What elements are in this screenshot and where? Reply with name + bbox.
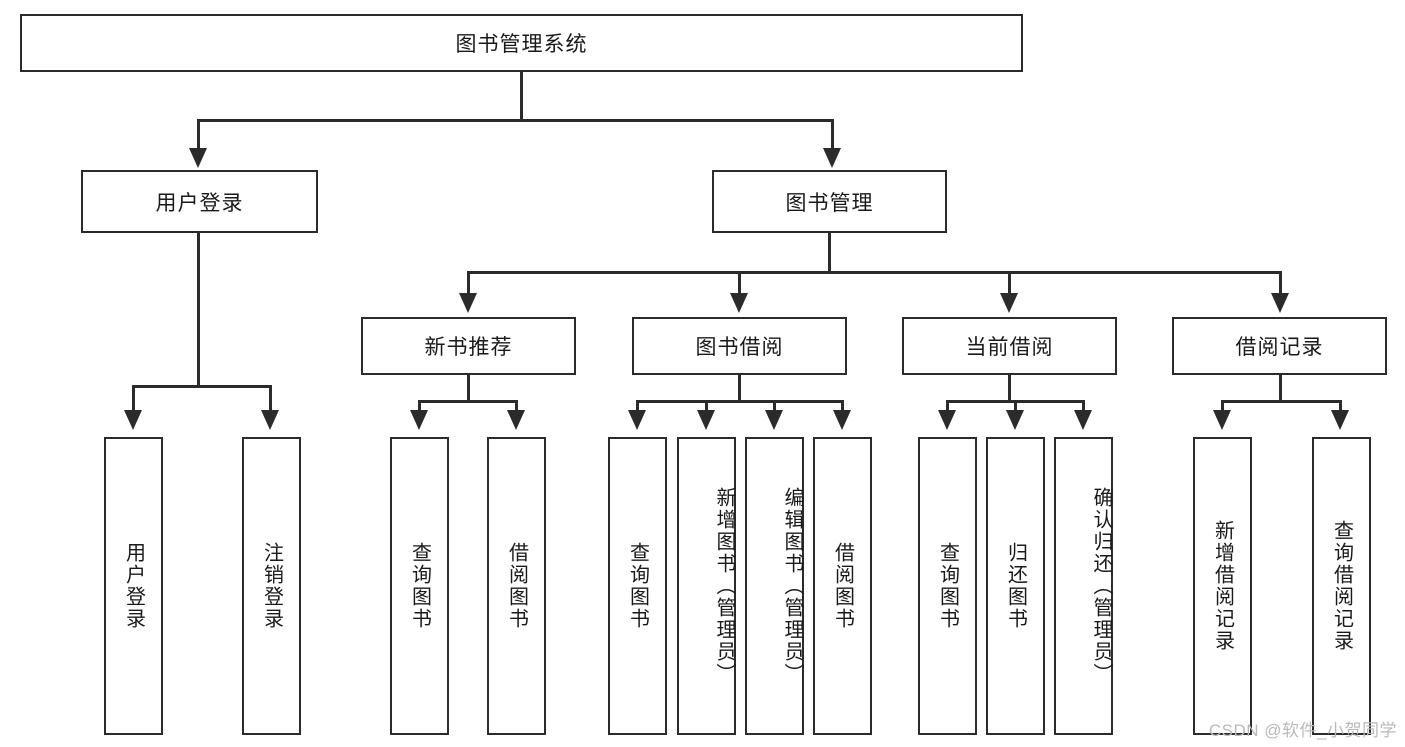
arrowhead-bookmgmt-to-records — [1271, 293, 1289, 313]
connector-root-trunk — [520, 72, 523, 119]
arrowhead-current-to-leaf2 — [1006, 410, 1024, 430]
connector-root-to-bookmgmt — [831, 119, 834, 150]
node-label: 图书管理系统 — [455, 33, 588, 56]
node-label: 新书推荐 — [424, 336, 513, 359]
leaf-query-books-recommend[interactable]: 查询图书 — [390, 437, 449, 735]
leaf-label: 编辑图书（管理员） — [781, 487, 803, 685]
leaf-borrow-books-recommend[interactable]: 借阅图书 — [487, 437, 546, 735]
connector-records-to-leaf2 — [1339, 400, 1342, 412]
node-label: 图书管理 — [785, 191, 874, 215]
connector-login-trunk — [197, 233, 200, 385]
connector-bookmgmt-to-borrow — [738, 271, 741, 295]
connector-borrow-trunk — [738, 375, 741, 400]
arrowhead-newbook-to-leaf1 — [410, 410, 428, 430]
arrowhead-borrow-to-leaf3 — [765, 410, 783, 430]
leaf-add-borrow-record[interactable]: 新增借阅记录 — [1193, 437, 1252, 735]
node-label: 当前借阅 — [965, 336, 1054, 359]
arrowhead-root-to-bookmgmt — [823, 148, 841, 168]
arrowhead-borrow-to-leaf2 — [697, 410, 715, 430]
connector-borrow-to-leaf4 — [841, 400, 844, 412]
leaf-label: 查询图书 — [626, 542, 649, 630]
leaf-label: 注销登录 — [260, 542, 283, 630]
connector-current-to-leaf2 — [1014, 400, 1017, 412]
connector-records-trunk — [1279, 375, 1282, 400]
arrowhead-bookmgmt-to-newbook — [459, 293, 477, 313]
connector-login-to-leaf1 — [132, 385, 135, 412]
leaf-logout[interactable]: 注销登录 — [242, 437, 301, 735]
leaf-label: 归还图书 — [1004, 542, 1027, 630]
node-label: 用户登录 — [155, 191, 244, 215]
connector-bookmgmt-to-current — [1008, 271, 1011, 295]
connector-newbook-trunk — [467, 375, 470, 400]
connector-records-to-leaf1 — [1221, 400, 1224, 412]
leaf-label: 借阅图书 — [831, 542, 854, 630]
arrowhead-records-to-leaf1 — [1213, 410, 1231, 430]
node-new-book-recommend[interactable]: 新书推荐 — [361, 317, 576, 375]
leaf-query-books-borrow[interactable]: 查询图书 — [608, 437, 667, 735]
connector-root-bus — [197, 119, 834, 122]
leaf-label: 新增图书（管理员） — [713, 487, 735, 685]
connector-bookmgmt-to-records — [1279, 271, 1282, 295]
arrowhead-records-to-leaf2 — [1331, 410, 1349, 430]
leaf-borrow-books[interactable]: 借阅图书 — [813, 437, 872, 735]
connector-login-bus — [132, 385, 272, 388]
arrowhead-current-to-leaf1 — [938, 410, 956, 430]
leaf-user-login[interactable]: 用户登录 — [104, 437, 163, 735]
leaf-label: 用户登录 — [122, 542, 145, 630]
node-borrow-records[interactable]: 借阅记录 — [1172, 317, 1387, 375]
leaf-label: 查询图书 — [408, 542, 431, 630]
arrowhead-borrow-to-leaf4 — [833, 410, 851, 430]
node-label: 借阅记录 — [1235, 336, 1324, 359]
node-book-management[interactable]: 图书管理 — [712, 170, 947, 233]
connector-login-to-leaf2 — [269, 385, 272, 412]
leaf-confirm-return-admin[interactable]: 确认归还（管理员） — [1054, 437, 1113, 735]
leaf-label: 确认归还（管理员） — [1090, 487, 1112, 685]
connector-bookmgmt-bus — [467, 271, 1281, 274]
arrowhead-login-to-leaf2 — [261, 410, 279, 430]
leaf-return-books[interactable]: 归还图书 — [986, 437, 1045, 735]
connector-borrow-to-leaf2 — [705, 400, 708, 412]
arrowhead-login-to-leaf1 — [124, 410, 142, 430]
connector-borrow-to-leaf1 — [636, 400, 639, 412]
arrowhead-bookmgmt-to-current — [1000, 293, 1018, 313]
node-root-system[interactable]: 图书管理系统 — [20, 14, 1023, 72]
leaf-edit-book-admin[interactable]: 编辑图书（管理员） — [745, 437, 804, 735]
arrowhead-newbook-to-leaf2 — [507, 410, 525, 430]
connector-newbook-to-leaf2 — [515, 400, 518, 412]
leaf-label: 新增借阅记录 — [1211, 520, 1234, 652]
arrowhead-current-to-leaf3 — [1074, 410, 1092, 430]
leaf-label: 借阅图书 — [505, 542, 528, 630]
node-book-borrow[interactable]: 图书借阅 — [632, 317, 847, 375]
arrowhead-bookmgmt-to-borrow — [730, 293, 748, 313]
arrowhead-borrow-to-leaf1 — [628, 410, 646, 430]
connector-bookmgmt-to-newbook — [467, 271, 470, 295]
leaf-query-books-current[interactable]: 查询图书 — [918, 437, 977, 735]
node-user-login[interactable]: 用户登录 — [81, 170, 318, 233]
leaf-label: 查询图书 — [936, 542, 959, 630]
connector-root-to-login — [197, 119, 200, 150]
connector-borrow-bus — [636, 400, 844, 403]
leaf-query-borrow-record[interactable]: 查询借阅记录 — [1312, 437, 1371, 735]
connector-current-to-leaf1 — [946, 400, 949, 412]
connector-bookmgmt-trunk — [828, 233, 831, 271]
connector-newbook-to-leaf1 — [418, 400, 421, 412]
leaf-label: 查询借阅记录 — [1330, 520, 1353, 652]
connector-borrow-to-leaf3 — [773, 400, 776, 412]
node-current-borrow[interactable]: 当前借阅 — [902, 317, 1117, 375]
arrowhead-root-to-login — [189, 148, 207, 168]
connector-current-trunk — [1008, 375, 1011, 400]
connector-current-to-leaf3 — [1082, 400, 1085, 412]
node-label: 图书借阅 — [695, 336, 784, 359]
connector-records-bus — [1221, 400, 1341, 403]
leaf-add-book-admin[interactable]: 新增图书（管理员） — [677, 437, 736, 735]
connector-newbook-bus — [418, 400, 518, 403]
